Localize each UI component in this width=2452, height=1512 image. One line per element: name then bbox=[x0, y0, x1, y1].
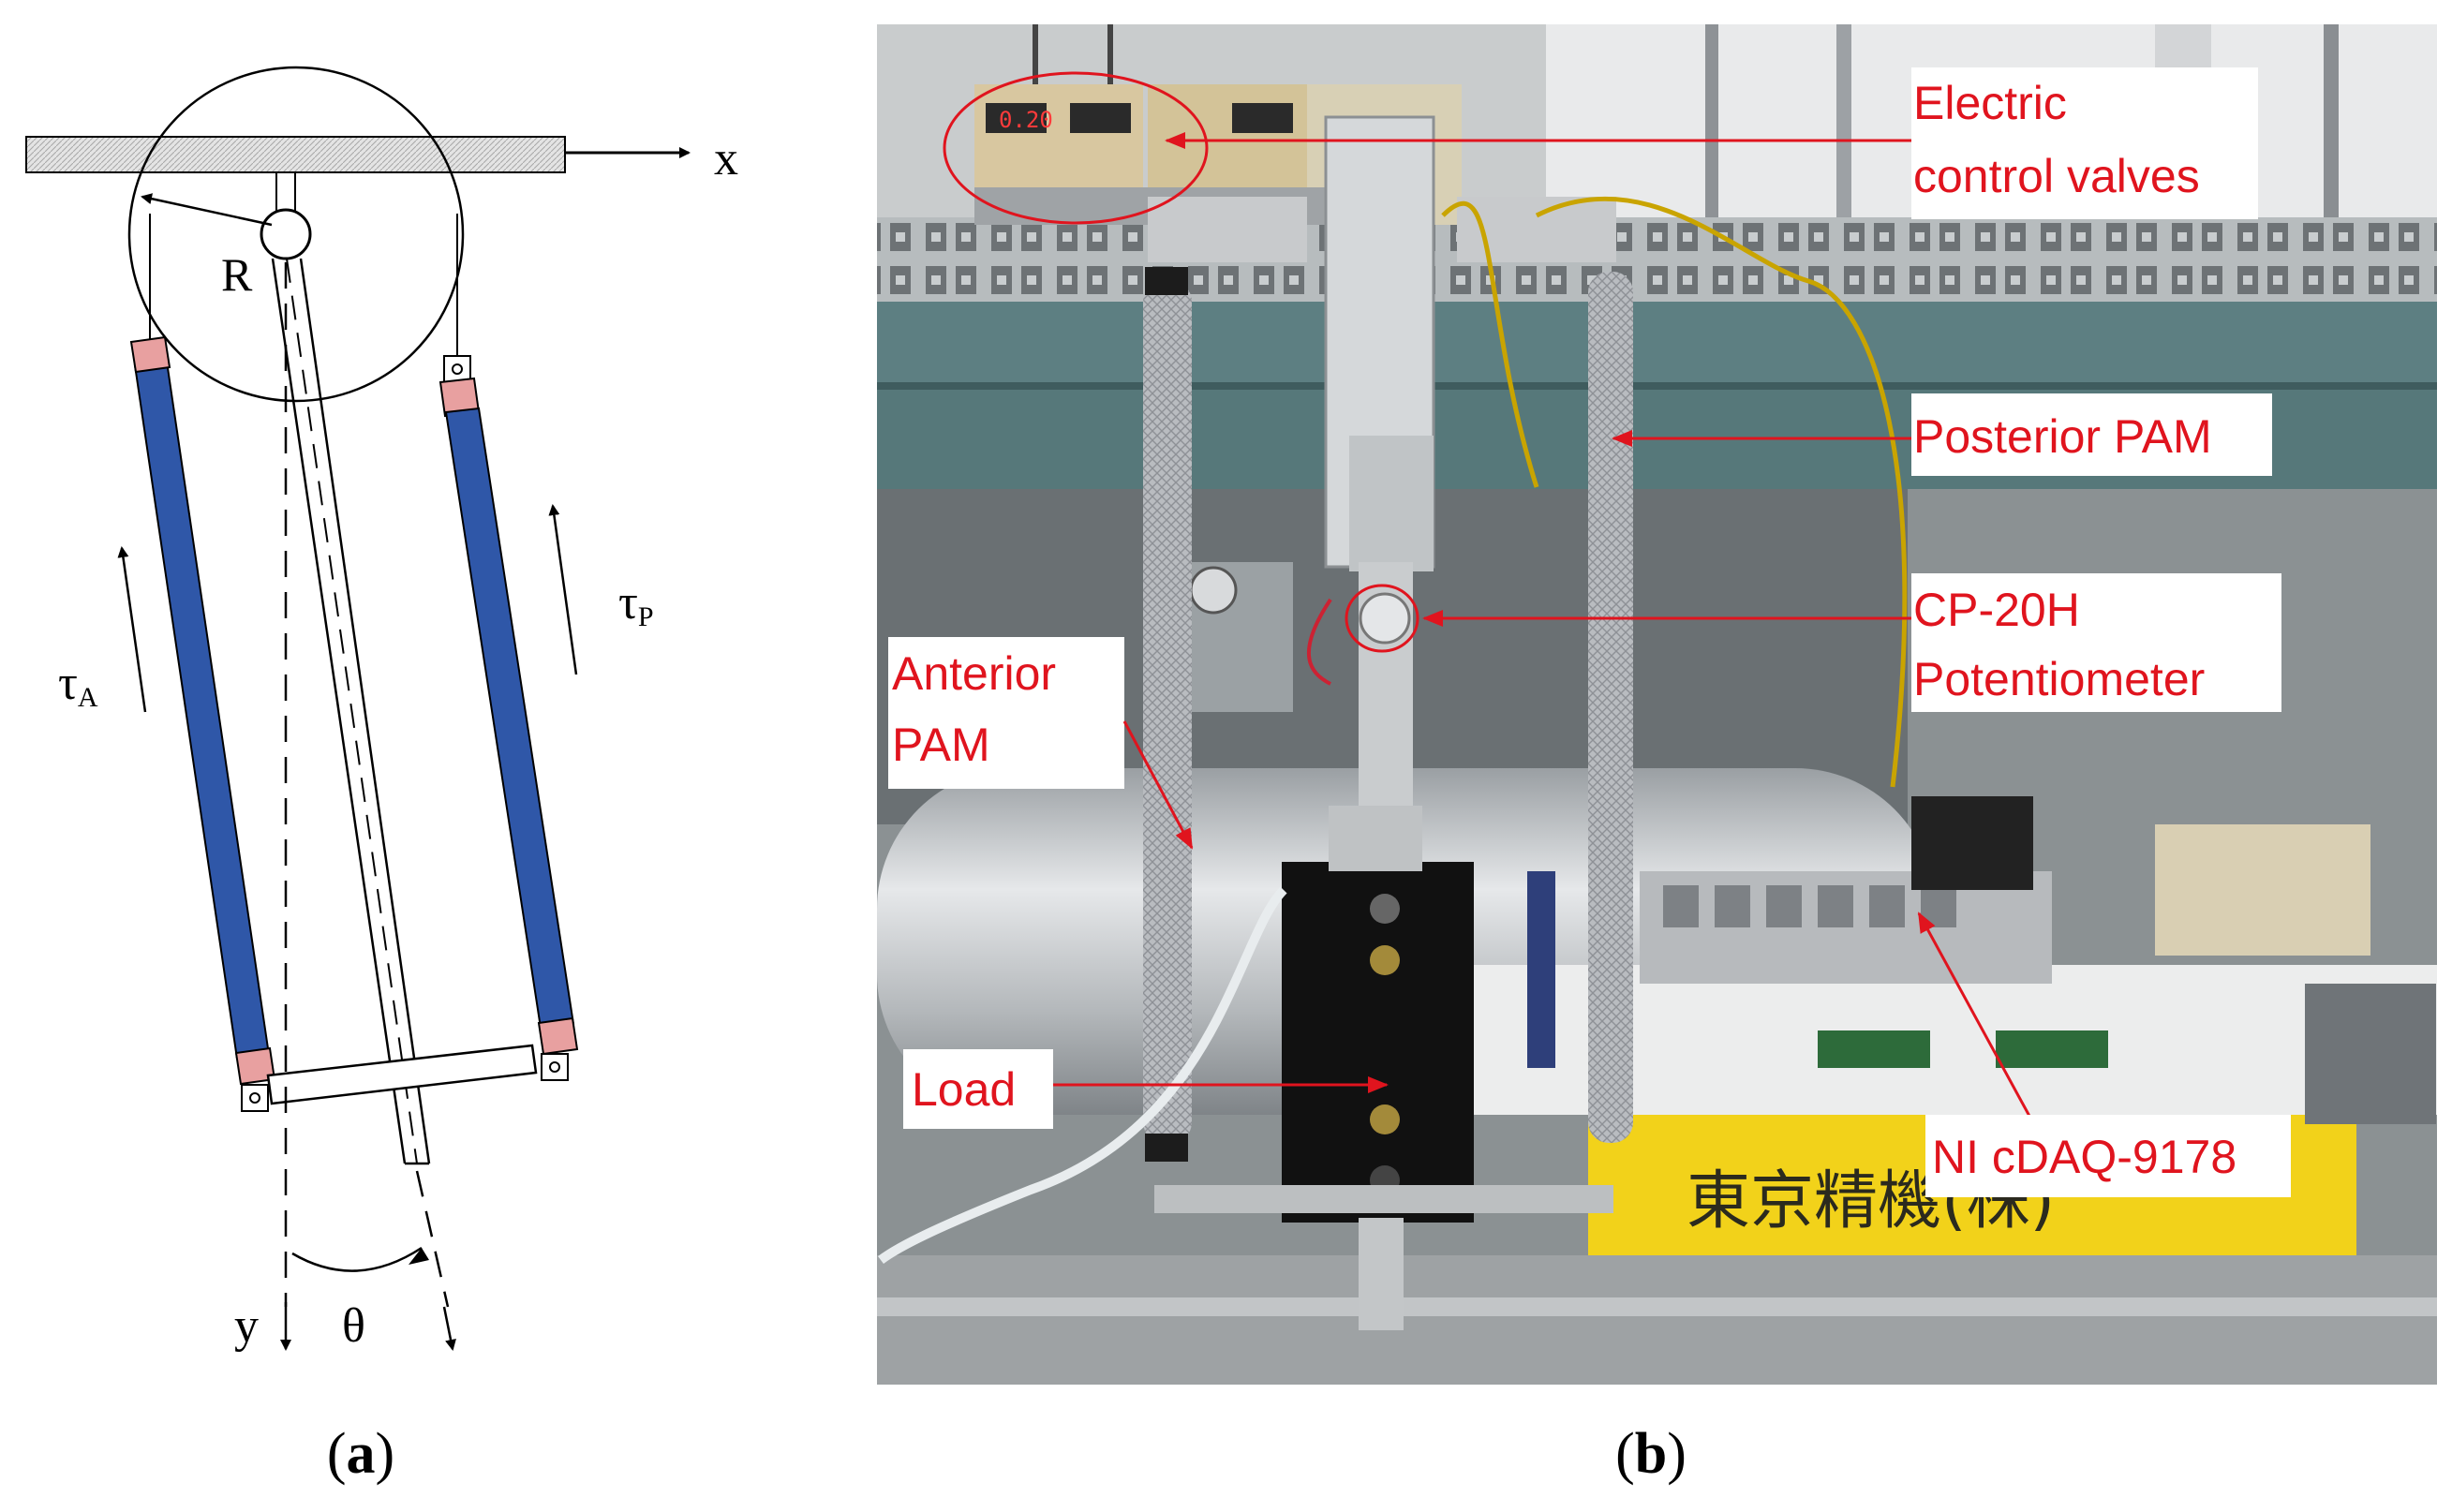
daq-label: NI cDAQ-9178 bbox=[1932, 1131, 2237, 1183]
x-axis-label: x bbox=[714, 132, 738, 185]
potentiometer-highlight-ellipse bbox=[1345, 584, 1419, 653]
theta-arc bbox=[291, 1246, 423, 1272]
anterior-label-line1: Anterior bbox=[892, 647, 1056, 700]
tau-p-label: τP bbox=[618, 576, 654, 632]
posterior-label: Posterior PAM bbox=[1913, 410, 2212, 463]
bottom-crossbar-photo bbox=[1154, 1185, 1613, 1213]
load-label: Load bbox=[912, 1063, 1016, 1116]
panel-a-caption-open: ( bbox=[327, 1422, 347, 1486]
valve-bank: 0.20 bbox=[974, 24, 1462, 225]
potentiometer-label-line1: CP-20H bbox=[1913, 584, 2080, 636]
anterior-label: Anterior PAM bbox=[892, 647, 1069, 771]
pulley-shaft bbox=[275, 171, 296, 215]
load-block bbox=[1282, 862, 1474, 1223]
valves-label-line2: control valves bbox=[1913, 150, 2200, 202]
anterior-pam bbox=[129, 335, 276, 1112]
tau-a-symbol: τ bbox=[58, 657, 78, 710]
radius-arrow bbox=[141, 193, 273, 227]
lower-crossbar bbox=[266, 1044, 538, 1105]
tau-p-symbol: τ bbox=[618, 576, 638, 630]
radius-label: R bbox=[221, 248, 253, 301]
pivot-joint bbox=[260, 208, 312, 260]
callout-layer: Electric control valves Posterior PAM CP… bbox=[888, 67, 2291, 1197]
pendulum-link bbox=[271, 258, 431, 1165]
valves-label-line1: Electric bbox=[1913, 77, 2067, 129]
tau-p-subscript: P bbox=[638, 601, 654, 632]
posterior-label-box bbox=[1911, 393, 2272, 476]
panel-b-caption-close: ) bbox=[1667, 1422, 1687, 1486]
pulley-circle bbox=[127, 66, 465, 403]
valves-label-box bbox=[1911, 67, 2258, 219]
tau-p-arrow bbox=[548, 504, 578, 675]
daq-pointer bbox=[1917, 912, 2033, 1120]
tau-a-subscript: A bbox=[78, 682, 98, 713]
aluminium-profile-rail bbox=[877, 217, 2437, 302]
valves-highlight-ellipse bbox=[943, 71, 1209, 225]
potentiometer-label-line2: Potentiometer bbox=[1913, 653, 2205, 705]
potentiometer-label-box bbox=[1911, 573, 2281, 712]
tau-a-label: τA bbox=[58, 657, 98, 713]
load-label-box bbox=[903, 1049, 1053, 1129]
posterior-pam-photo bbox=[1588, 272, 1633, 1143]
frame-beam bbox=[877, 302, 2437, 391]
panel-b-caption-open: ( bbox=[1615, 1422, 1635, 1486]
fixed-ground-beam bbox=[25, 136, 566, 173]
y-axis-label: y bbox=[234, 1299, 259, 1353]
anterior-label-box bbox=[888, 637, 1124, 789]
valves-label: Electric control valves bbox=[1913, 77, 2200, 202]
photo-panel: 東京精機(株) bbox=[877, 24, 2437, 1486]
theta-reference-arrowhead bbox=[442, 1306, 456, 1351]
theta-reference-line bbox=[415, 1170, 450, 1308]
panel-a-caption-close: ) bbox=[376, 1422, 395, 1486]
panel-b-caption: (b) bbox=[1615, 1422, 1687, 1486]
theta-arc-arrowhead bbox=[409, 1248, 429, 1265]
panel-a-caption-letter: a bbox=[347, 1422, 376, 1486]
panel-a-caption: (a) bbox=[327, 1422, 394, 1486]
schematic-panel: x R bbox=[25, 66, 738, 1486]
posterior-pam bbox=[438, 355, 579, 1081]
anterior-pam-photo bbox=[1143, 281, 1192, 1143]
anterior-pointer bbox=[1122, 720, 1194, 850]
theta-label: θ bbox=[342, 1299, 365, 1353]
potentiometer bbox=[1359, 592, 1411, 645]
tau-a-arrow bbox=[117, 546, 147, 713]
daq-label-box bbox=[1925, 1115, 2291, 1197]
valve-display-readout: 0.20 bbox=[999, 107, 1053, 133]
panel-b-caption-letter: b bbox=[1635, 1422, 1667, 1486]
potentiometer-label: CP-20H Potentiometer bbox=[1913, 584, 2205, 705]
anterior-label-line2: PAM bbox=[892, 719, 990, 771]
